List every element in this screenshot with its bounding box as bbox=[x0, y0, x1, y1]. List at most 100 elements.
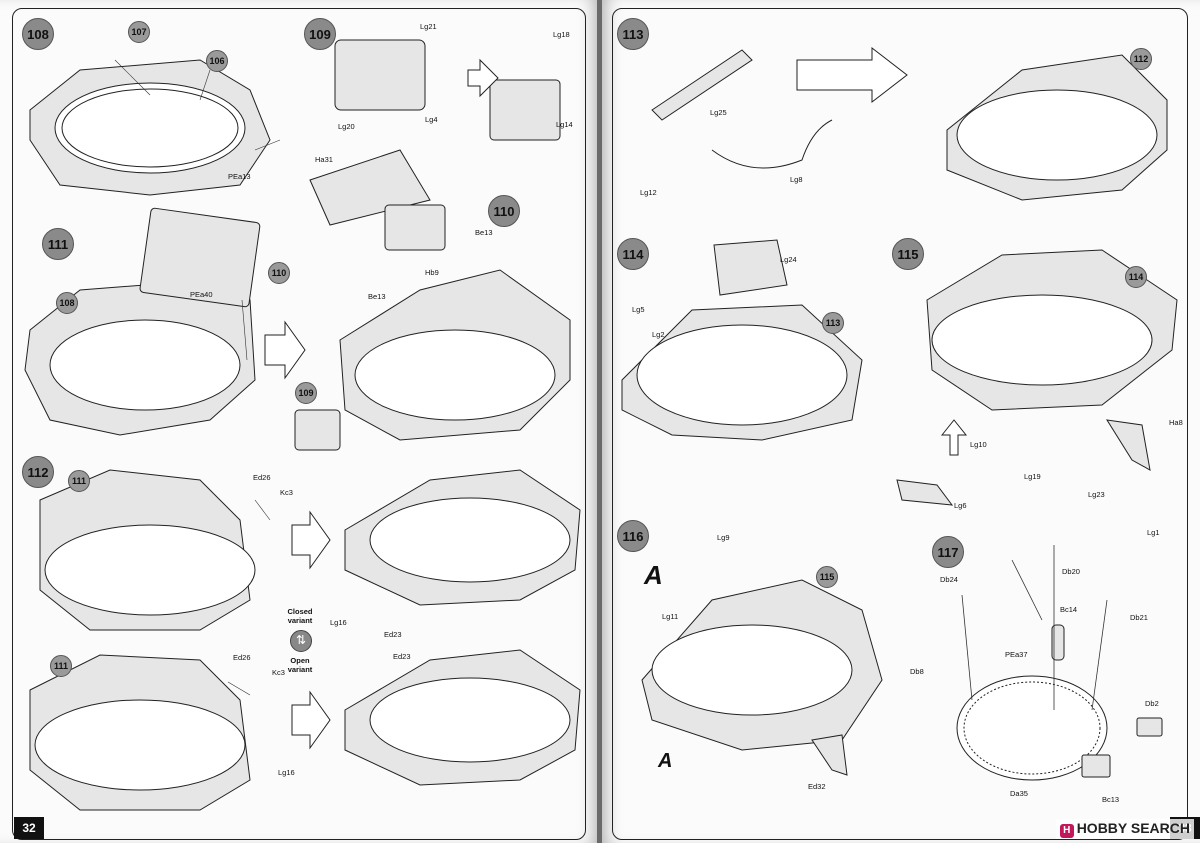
label-bc13: Bc13 bbox=[1102, 795, 1120, 804]
substep-106: 106 bbox=[206, 50, 228, 72]
part-lg6 bbox=[896, 479, 954, 506]
right-page: 113 114 115 116 117 112 113 114 115 Lg25… bbox=[602, 0, 1200, 843]
label-db21: Db21 bbox=[1130, 613, 1148, 622]
step-111: 111 bbox=[42, 228, 74, 260]
left-page: 108 109 110 111 112 106 107 108 109 110 … bbox=[0, 0, 598, 843]
label-ed23b: Ed23 bbox=[393, 652, 411, 661]
step-117: 117 bbox=[932, 536, 964, 568]
label-lg19: Lg19 bbox=[1024, 472, 1041, 481]
hobby-search-logo-icon: H bbox=[1059, 824, 1074, 838]
step-110: 110 bbox=[488, 195, 520, 227]
step-114: 114 bbox=[617, 238, 649, 270]
substep-109: 109 bbox=[295, 382, 317, 404]
label-lg24: Lg24 bbox=[780, 255, 797, 264]
label-lg16a: Lg16 bbox=[330, 618, 347, 627]
label-ha31: Ha31 bbox=[315, 155, 333, 164]
book-gutter bbox=[597, 0, 603, 843]
label-ed26b: Ed26 bbox=[233, 653, 251, 662]
step-116: 116 bbox=[617, 520, 649, 552]
right-page-frame bbox=[612, 8, 1188, 840]
label-lg21: Lg21 bbox=[420, 22, 437, 31]
substep-114: 114 bbox=[1125, 266, 1147, 288]
part-110-plate bbox=[139, 207, 261, 308]
substep-107: 107 bbox=[128, 21, 150, 43]
label-ha8: Ha8 bbox=[1169, 418, 1183, 427]
watermark-text: HOBBY SEARCH bbox=[1076, 820, 1190, 836]
swap-variant-icon: ⇅ bbox=[290, 630, 312, 652]
label-lg23: Lg23 bbox=[1088, 490, 1105, 499]
part-110-box bbox=[384, 204, 446, 251]
label-bc14: Bc14 bbox=[1060, 605, 1078, 614]
label-pea40: PEa40 bbox=[190, 290, 213, 299]
label-db2: Db2 bbox=[1145, 699, 1159, 708]
label-ed32: Ed32 bbox=[808, 782, 826, 791]
label-lg11: Lg11 bbox=[662, 612, 679, 621]
gun-part-113 bbox=[651, 49, 753, 121]
label-lg8: Lg8 bbox=[790, 175, 803, 184]
open-variant-label: Open variant bbox=[287, 656, 313, 674]
arrow-109 bbox=[467, 58, 499, 98]
left-page-drawings bbox=[24, 39, 581, 811]
arrow-112b bbox=[291, 690, 331, 750]
part-lg24 bbox=[713, 239, 788, 296]
substep-113: 113 bbox=[822, 312, 844, 334]
right-page-drawings bbox=[621, 46, 1178, 781]
label-lg5: Lg5 bbox=[632, 305, 645, 314]
label-pea13: PEa13 bbox=[228, 172, 251, 181]
arrow-115 bbox=[940, 419, 968, 456]
step-115: 115 bbox=[892, 238, 924, 270]
turret-floor-117 bbox=[956, 675, 1108, 781]
part-109-small bbox=[294, 409, 341, 451]
label-db24: Db24 bbox=[940, 575, 958, 584]
label-db8: Db8 bbox=[910, 667, 924, 676]
label-ed23a: Ed23 bbox=[384, 630, 402, 639]
part-109a bbox=[334, 39, 426, 111]
page-number-left: 32 bbox=[14, 817, 44, 839]
substep-108: 108 bbox=[56, 292, 78, 314]
part-ha8 bbox=[1106, 419, 1151, 471]
label-lg16b: Lg16 bbox=[278, 768, 295, 777]
step-112: 112 bbox=[22, 456, 54, 488]
label-db20: Db20 bbox=[1062, 567, 1080, 576]
part-bc14 bbox=[1051, 624, 1065, 661]
label-lg18: Lg18 bbox=[553, 30, 570, 39]
substep-110: 110 bbox=[268, 262, 290, 284]
label-lg1: Lg1 bbox=[1147, 528, 1160, 537]
callout-a-large: A bbox=[644, 560, 663, 590]
label-kc3b: Kc3 bbox=[272, 668, 285, 677]
step-109: 109 bbox=[304, 18, 336, 50]
arrow-111 bbox=[264, 320, 306, 380]
substep-111a: 111 bbox=[68, 470, 90, 492]
label-da35: Da35 bbox=[1010, 789, 1028, 798]
label-lg20: Lg20 bbox=[338, 122, 355, 131]
left-page-frame bbox=[12, 8, 586, 840]
label-lg9: Lg9 bbox=[717, 533, 730, 542]
arrow-113 bbox=[796, 46, 908, 104]
label-be13a: Be13 bbox=[475, 228, 493, 237]
callout-a-small: A bbox=[658, 750, 673, 772]
label-lg25: Lg25 bbox=[710, 108, 727, 117]
label-ed26a: Ed26 bbox=[253, 473, 271, 482]
label-lg14: Lg14 bbox=[556, 120, 573, 129]
closed-variant-label: Closed variant bbox=[287, 607, 313, 625]
label-lg4: Lg4 bbox=[425, 115, 438, 124]
part-db2 bbox=[1136, 717, 1163, 737]
label-be13b: Be13 bbox=[368, 292, 386, 301]
label-lg6: Lg6 bbox=[954, 501, 967, 510]
step-113: 113 bbox=[617, 18, 649, 50]
label-hb9: Hb9 bbox=[425, 268, 439, 277]
step-108: 108 bbox=[22, 18, 54, 50]
part-ed32 bbox=[811, 734, 848, 776]
label-lg10: Lg10 bbox=[970, 440, 987, 449]
arrow-112a bbox=[291, 510, 331, 570]
part-109b bbox=[489, 79, 561, 141]
label-lg12: Lg12 bbox=[640, 188, 657, 197]
substep-112: 112 bbox=[1130, 48, 1152, 70]
substep-115: 115 bbox=[816, 566, 838, 588]
part-bc13 bbox=[1081, 754, 1111, 778]
cable-113 bbox=[711, 119, 833, 169]
substep-111b: 111 bbox=[50, 655, 72, 677]
label-lg2: Lg2 bbox=[652, 330, 665, 339]
label-pea37: PEa37 bbox=[1005, 650, 1028, 659]
